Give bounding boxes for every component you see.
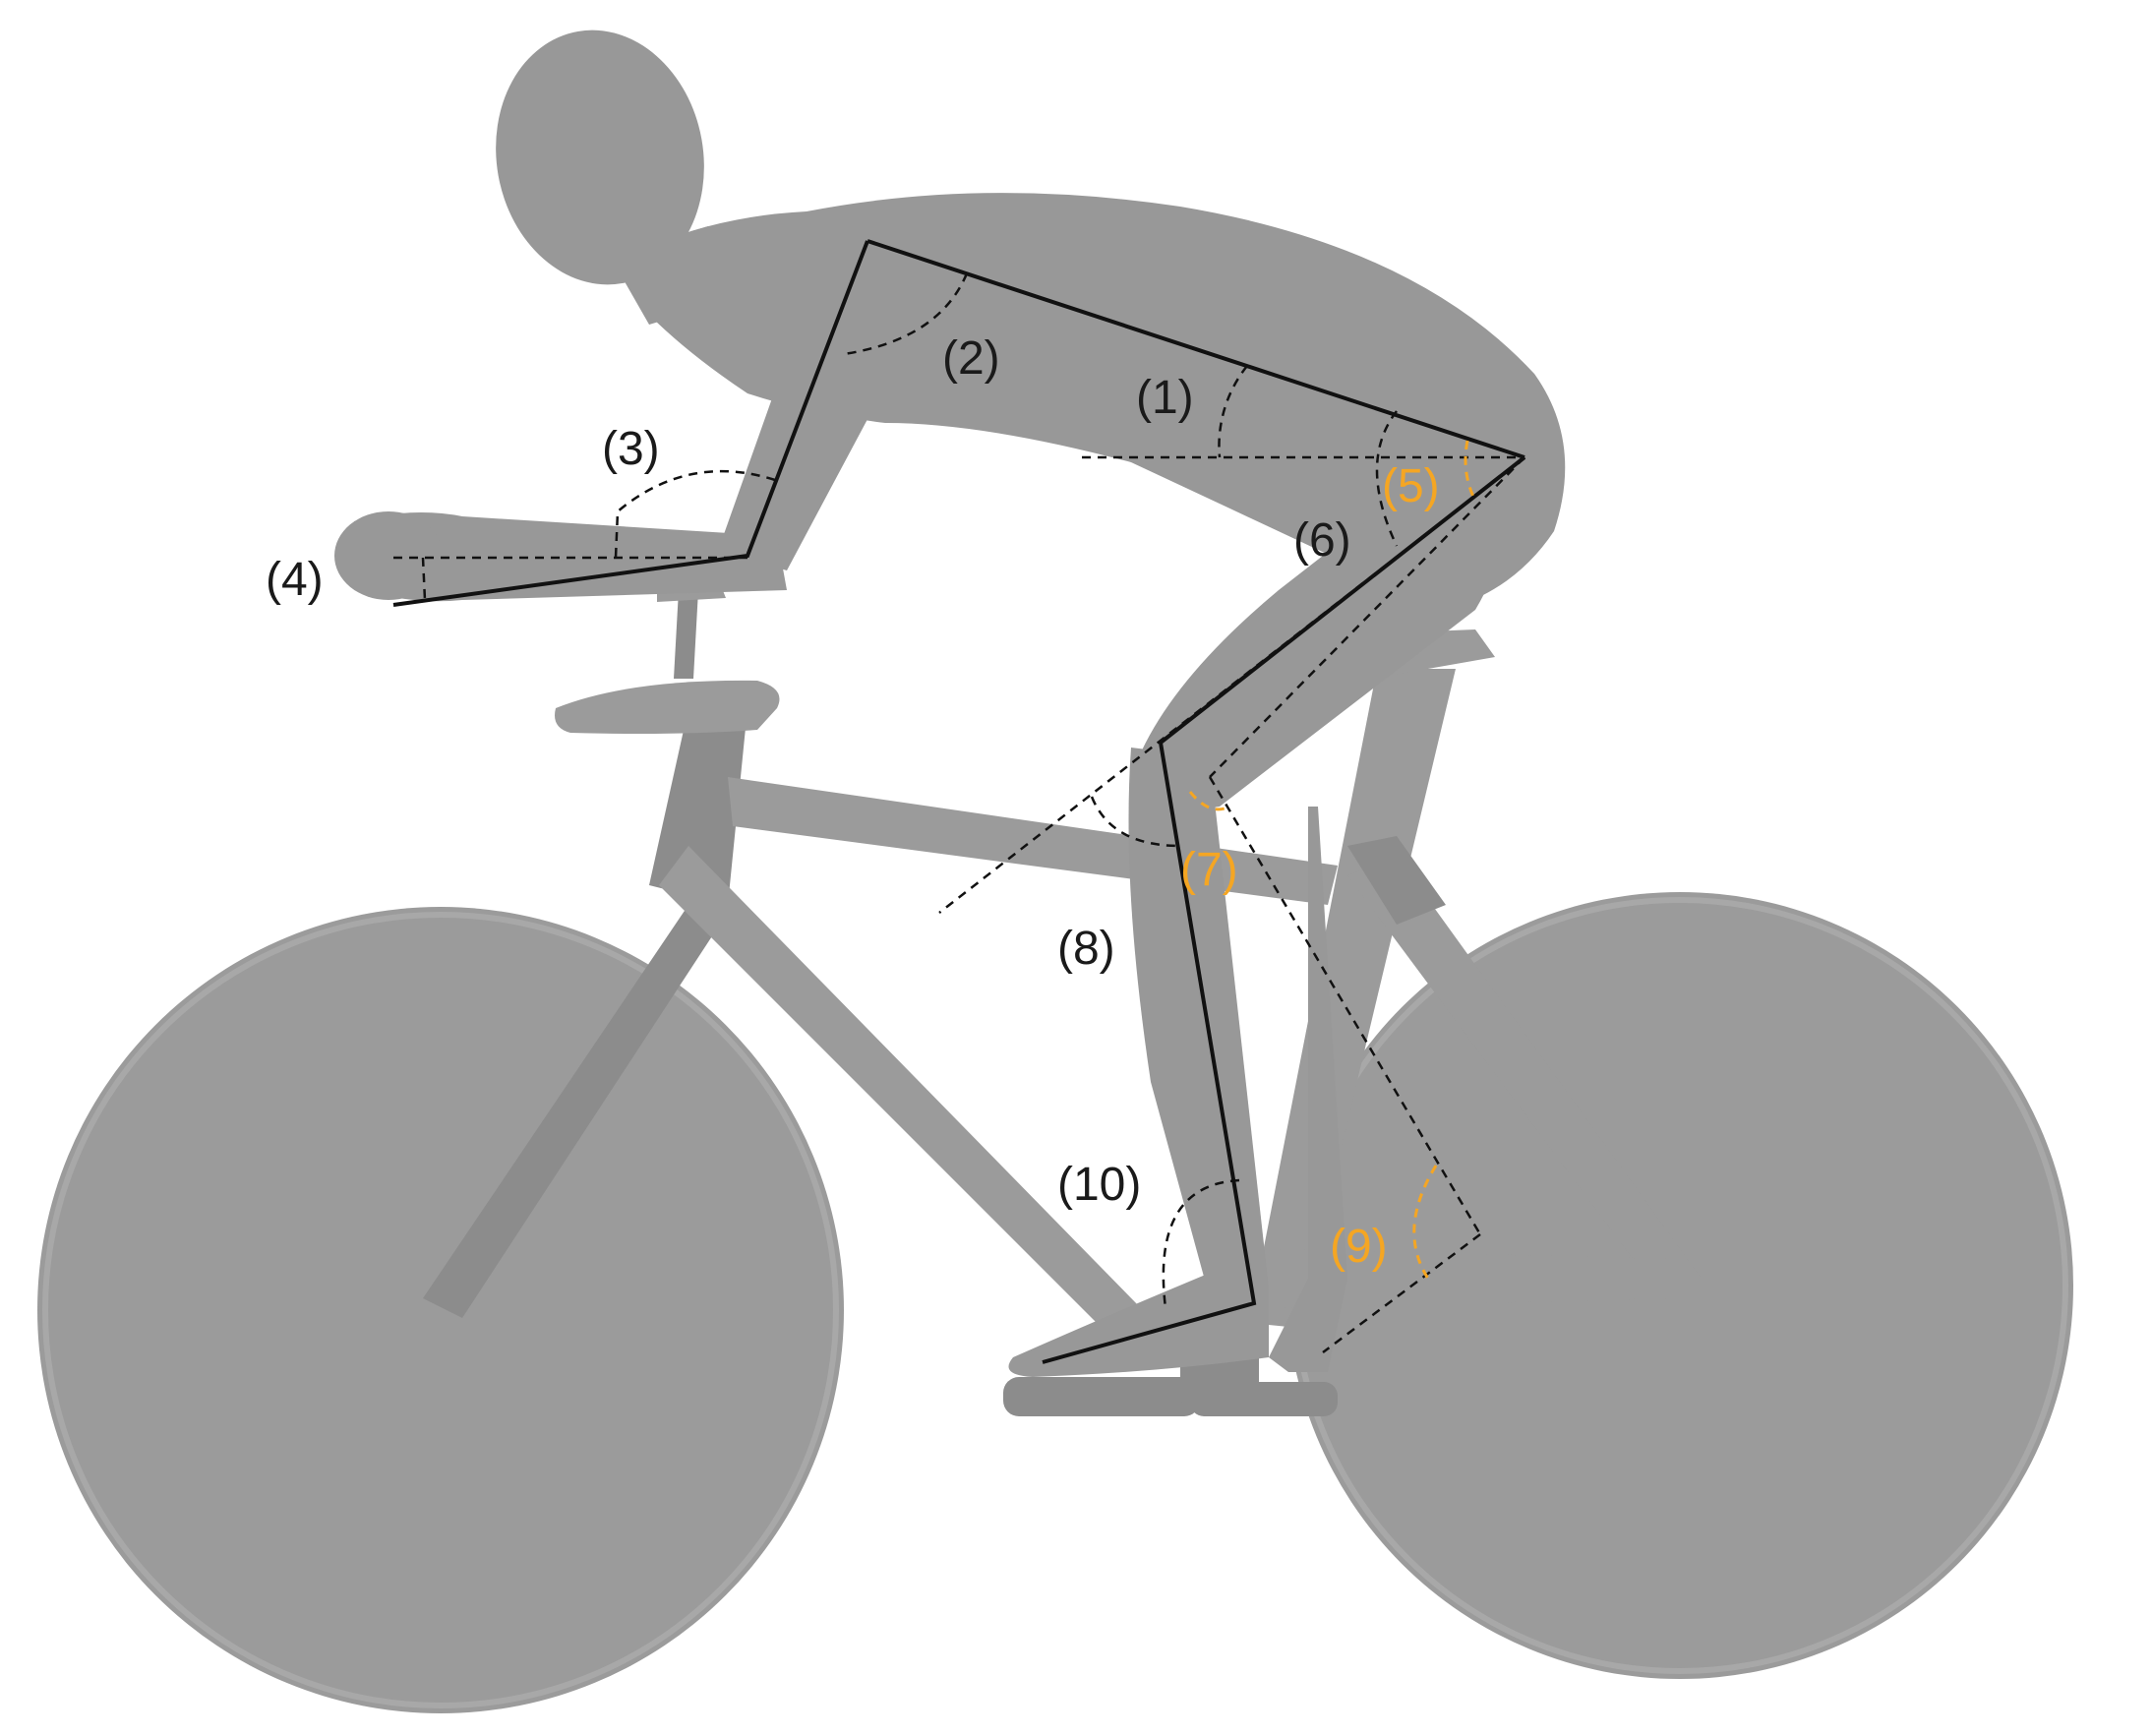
hip-knee-extension (938, 456, 1525, 914)
far-leg (1239, 807, 1347, 1372)
torso-line (867, 239, 1525, 459)
label-8: (8) (1057, 923, 1115, 975)
hip-ankle-line (1209, 456, 1525, 778)
crank-line (1322, 1233, 1481, 1353)
angle-labels: (1) (2) (3) (4) (5) (6) (7) (8) (9) (10) (266, 332, 1440, 1273)
rear-wheel-rim (42, 912, 839, 1708)
thigh (1131, 452, 1501, 808)
fist (334, 511, 443, 600)
label-5: (5) (1382, 460, 1440, 512)
head-tube (1347, 836, 1446, 925)
chain-stay (1279, 1249, 1672, 1308)
head (496, 30, 704, 285)
arc-2 (843, 272, 969, 356)
arc-3 (614, 469, 776, 559)
arc-7 (1188, 791, 1230, 811)
arc-8 (1090, 796, 1181, 848)
aero-stem (674, 590, 698, 679)
arc-10 (1162, 1178, 1240, 1309)
saddle (555, 680, 780, 734)
rear-stays (423, 905, 723, 1318)
label-10: (10) (1057, 1159, 1141, 1211)
arc-5 (1464, 440, 1475, 498)
arm-line (392, 240, 869, 607)
down-tube (659, 846, 1141, 1338)
arc-4 (421, 557, 427, 601)
neck (610, 226, 747, 325)
arc-1 (1218, 365, 1248, 458)
label-4: (4) (266, 554, 324, 606)
bicycle (37, 578, 2073, 1713)
label-1: (1) (1136, 372, 1194, 424)
seat-tube (1249, 669, 1456, 1328)
label-3: (3) (602, 423, 660, 475)
pedal-left (1003, 1377, 1200, 1416)
shin (1128, 748, 1269, 1298)
seat-post (649, 708, 747, 905)
front-fork (1347, 856, 1702, 1298)
rear-wheel (37, 907, 844, 1713)
label-6: (6) (1293, 514, 1351, 567)
arc-6 (1375, 410, 1399, 547)
foot (1008, 1269, 1269, 1377)
label-7: (7) (1180, 844, 1238, 896)
label-2: (2) (942, 332, 1000, 385)
top-tube (728, 777, 1338, 905)
leg-line (1042, 455, 1526, 1364)
knee-pedal-line (1208, 776, 1482, 1235)
label-9: (9) (1330, 1221, 1388, 1273)
measurement-lines (392, 239, 1526, 1364)
arc-9 (1412, 1165, 1438, 1280)
